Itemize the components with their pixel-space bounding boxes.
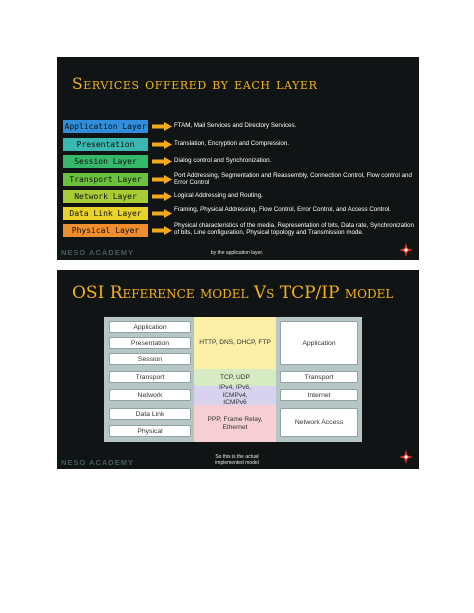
network-protocols: IPv4, IPv6, ICMPv4, ICMPv6	[194, 384, 276, 406]
brand-watermark: NESO ACADEMY	[61, 458, 134, 467]
slide-title: Services offered by each layer	[72, 75, 318, 93]
tcpip-transport-cell: Transport	[280, 371, 358, 383]
layer-description: Logical Addressing and Routing.	[174, 192, 263, 199]
osi-session-cell: Session	[109, 353, 191, 365]
layer-label: Physical Layer	[63, 224, 148, 237]
neso-logo-icon	[399, 450, 413, 464]
layer-description: Physical characteristics of the media, R…	[174, 222, 415, 237]
osi-transport-cell: Transport	[109, 371, 191, 383]
arrow-right-icon	[152, 175, 172, 184]
osi-presentation-cell: Presentation	[109, 337, 191, 349]
layer-description: Translation, Encryption and Compression.	[174, 140, 289, 147]
arrow-right-icon	[152, 122, 172, 131]
layer-description: Dialog control and Synchronization.	[174, 157, 272, 164]
osi-application-cell: Application	[109, 321, 191, 333]
layer-label: Application Layer	[63, 120, 148, 133]
link-protocols: PPP, Frame Relay, Ethernet	[194, 405, 276, 442]
arrow-right-icon	[152, 226, 172, 235]
layer-label: Presentation Layer	[63, 138, 148, 162]
layer-description: FTAM, Mail Services and Directory Servic…	[174, 122, 297, 129]
tcpip-application-cell: Application	[280, 321, 358, 365]
layer-label: Session Layer	[63, 155, 148, 168]
model-comparison-slide: OSI Reference model Vs TCP/IP model HTTP…	[57, 270, 419, 469]
osi-data-link-cell: Data Link	[109, 408, 191, 420]
caption-note: by the application layer.	[210, 250, 264, 256]
slide-title: OSI Reference model Vs TCP/IP model	[72, 283, 394, 303]
services-slide: Services offered by each layer Applicati…	[57, 57, 419, 260]
caption-note: So this is the actual implemented model	[215, 454, 259, 466]
comparison-diagram: HTTP, DNS, DHCP, FTP TCP, UDP IPv4, IPv6…	[104, 317, 362, 442]
transport-protocols: TCP, UDP	[194, 369, 276, 386]
osi-network-cell: Network	[109, 389, 191, 401]
arrow-right-icon	[152, 157, 172, 166]
layer-label: Network Layer	[63, 190, 148, 203]
neso-logo-icon	[399, 243, 413, 257]
tcpip-network-access-cell: Network Access	[280, 408, 358, 437]
layer-description: Port Addressing, Segmentation and Reasse…	[174, 172, 412, 187]
layer-label: Transport Layer	[63, 173, 148, 186]
layer-label: Data Link Layer	[63, 207, 148, 220]
arrow-right-icon	[152, 192, 172, 201]
application-protocols: HTTP, DNS, DHCP, FTP	[194, 317, 276, 369]
layer-description: Framing, Physical Addressing, Flow Contr…	[174, 206, 391, 213]
osi-physical-cell: Physical	[109, 425, 191, 437]
arrow-right-icon	[152, 209, 172, 218]
brand-watermark: NESO ACADEMY	[61, 248, 134, 257]
tcpip-internet-cell: Internet	[280, 389, 358, 401]
arrow-right-icon	[152, 140, 172, 149]
